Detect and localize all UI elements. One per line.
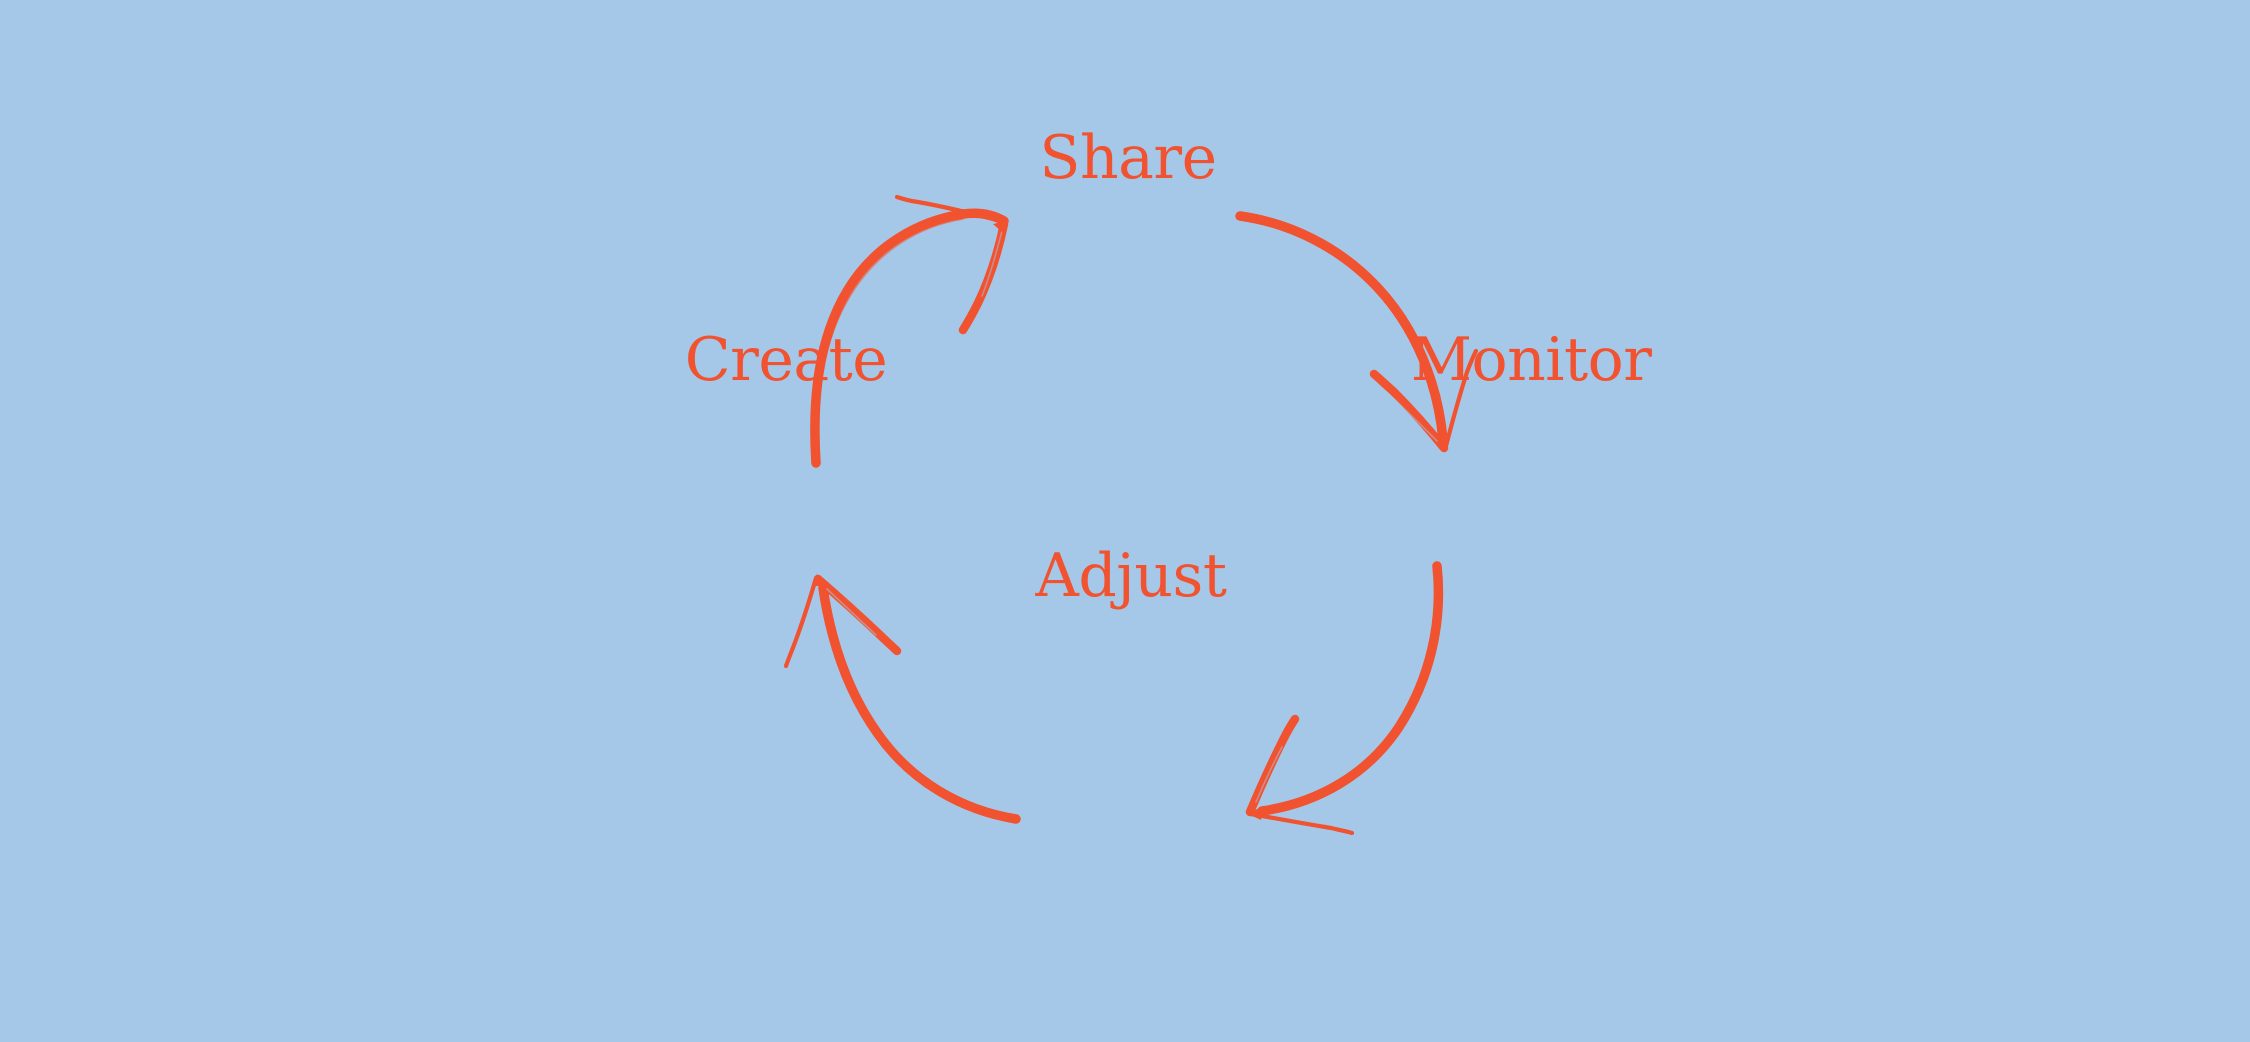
cycle-node-label-monitor: Monitor bbox=[1410, 325, 1652, 395]
share-to-monitor-arrowhead-barb-left bbox=[1369, 369, 1449, 453]
connector-monitor-to-adjust bbox=[1245, 561, 1444, 836]
cycle-node-label-adjust: Adjust bbox=[1035, 541, 1227, 611]
adjust-to-create-arrowhead-barb-right-inner bbox=[826, 588, 877, 636]
monitor-to-adjust-arrowhead-barb-upper bbox=[1245, 714, 1300, 817]
share-to-monitor-arrowhead-barb-right bbox=[1443, 348, 1479, 449]
create-to-share-arrowhead-barb-lower bbox=[958, 219, 1009, 335]
share-to-monitor-shaft-texture bbox=[1244, 217, 1443, 439]
connector-adjust-to-create bbox=[783, 574, 1021, 824]
monitor-to-adjust-arrowhead-barb-upper-inner bbox=[1255, 746, 1283, 803]
adjust-to-create-arrowhead-barb-right bbox=[813, 574, 902, 656]
monitor-to-adjust-arrowhead-tip bbox=[1248, 806, 1263, 820]
monitor-to-adjust-arrowhead-barb-lower bbox=[1248, 811, 1355, 836]
connector-share-to-monitor bbox=[1235, 211, 1479, 453]
create-to-share-arrowhead-barb-upper bbox=[894, 194, 1007, 225]
create-to-share-shaft-texture bbox=[814, 216, 964, 460]
adjust-to-create-shaft-texture bbox=[823, 591, 1012, 819]
adjust-to-create-arrowhead-tip bbox=[812, 574, 826, 586]
cycle-node-label-create: Create bbox=[684, 325, 888, 395]
monitor-to-adjust-shaft bbox=[1257, 561, 1444, 816]
adjust-to-create-arrowhead-barb-left bbox=[783, 575, 819, 669]
share-to-monitor-arrowhead-tip bbox=[1436, 434, 1450, 450]
connector-create-to-share bbox=[810, 194, 1009, 468]
adjust-to-create-shaft bbox=[818, 583, 1021, 824]
share-to-monitor-arrowhead-barb-left-inner bbox=[1392, 397, 1438, 442]
create-to-share-arrowhead-tip bbox=[993, 221, 1007, 233]
monitor-to-adjust-shaft-texture bbox=[1268, 570, 1443, 812]
create-to-share-arrowhead-barb-lower-inner bbox=[981, 230, 1003, 297]
cycle-node-label-share: Share bbox=[1039, 123, 1217, 193]
